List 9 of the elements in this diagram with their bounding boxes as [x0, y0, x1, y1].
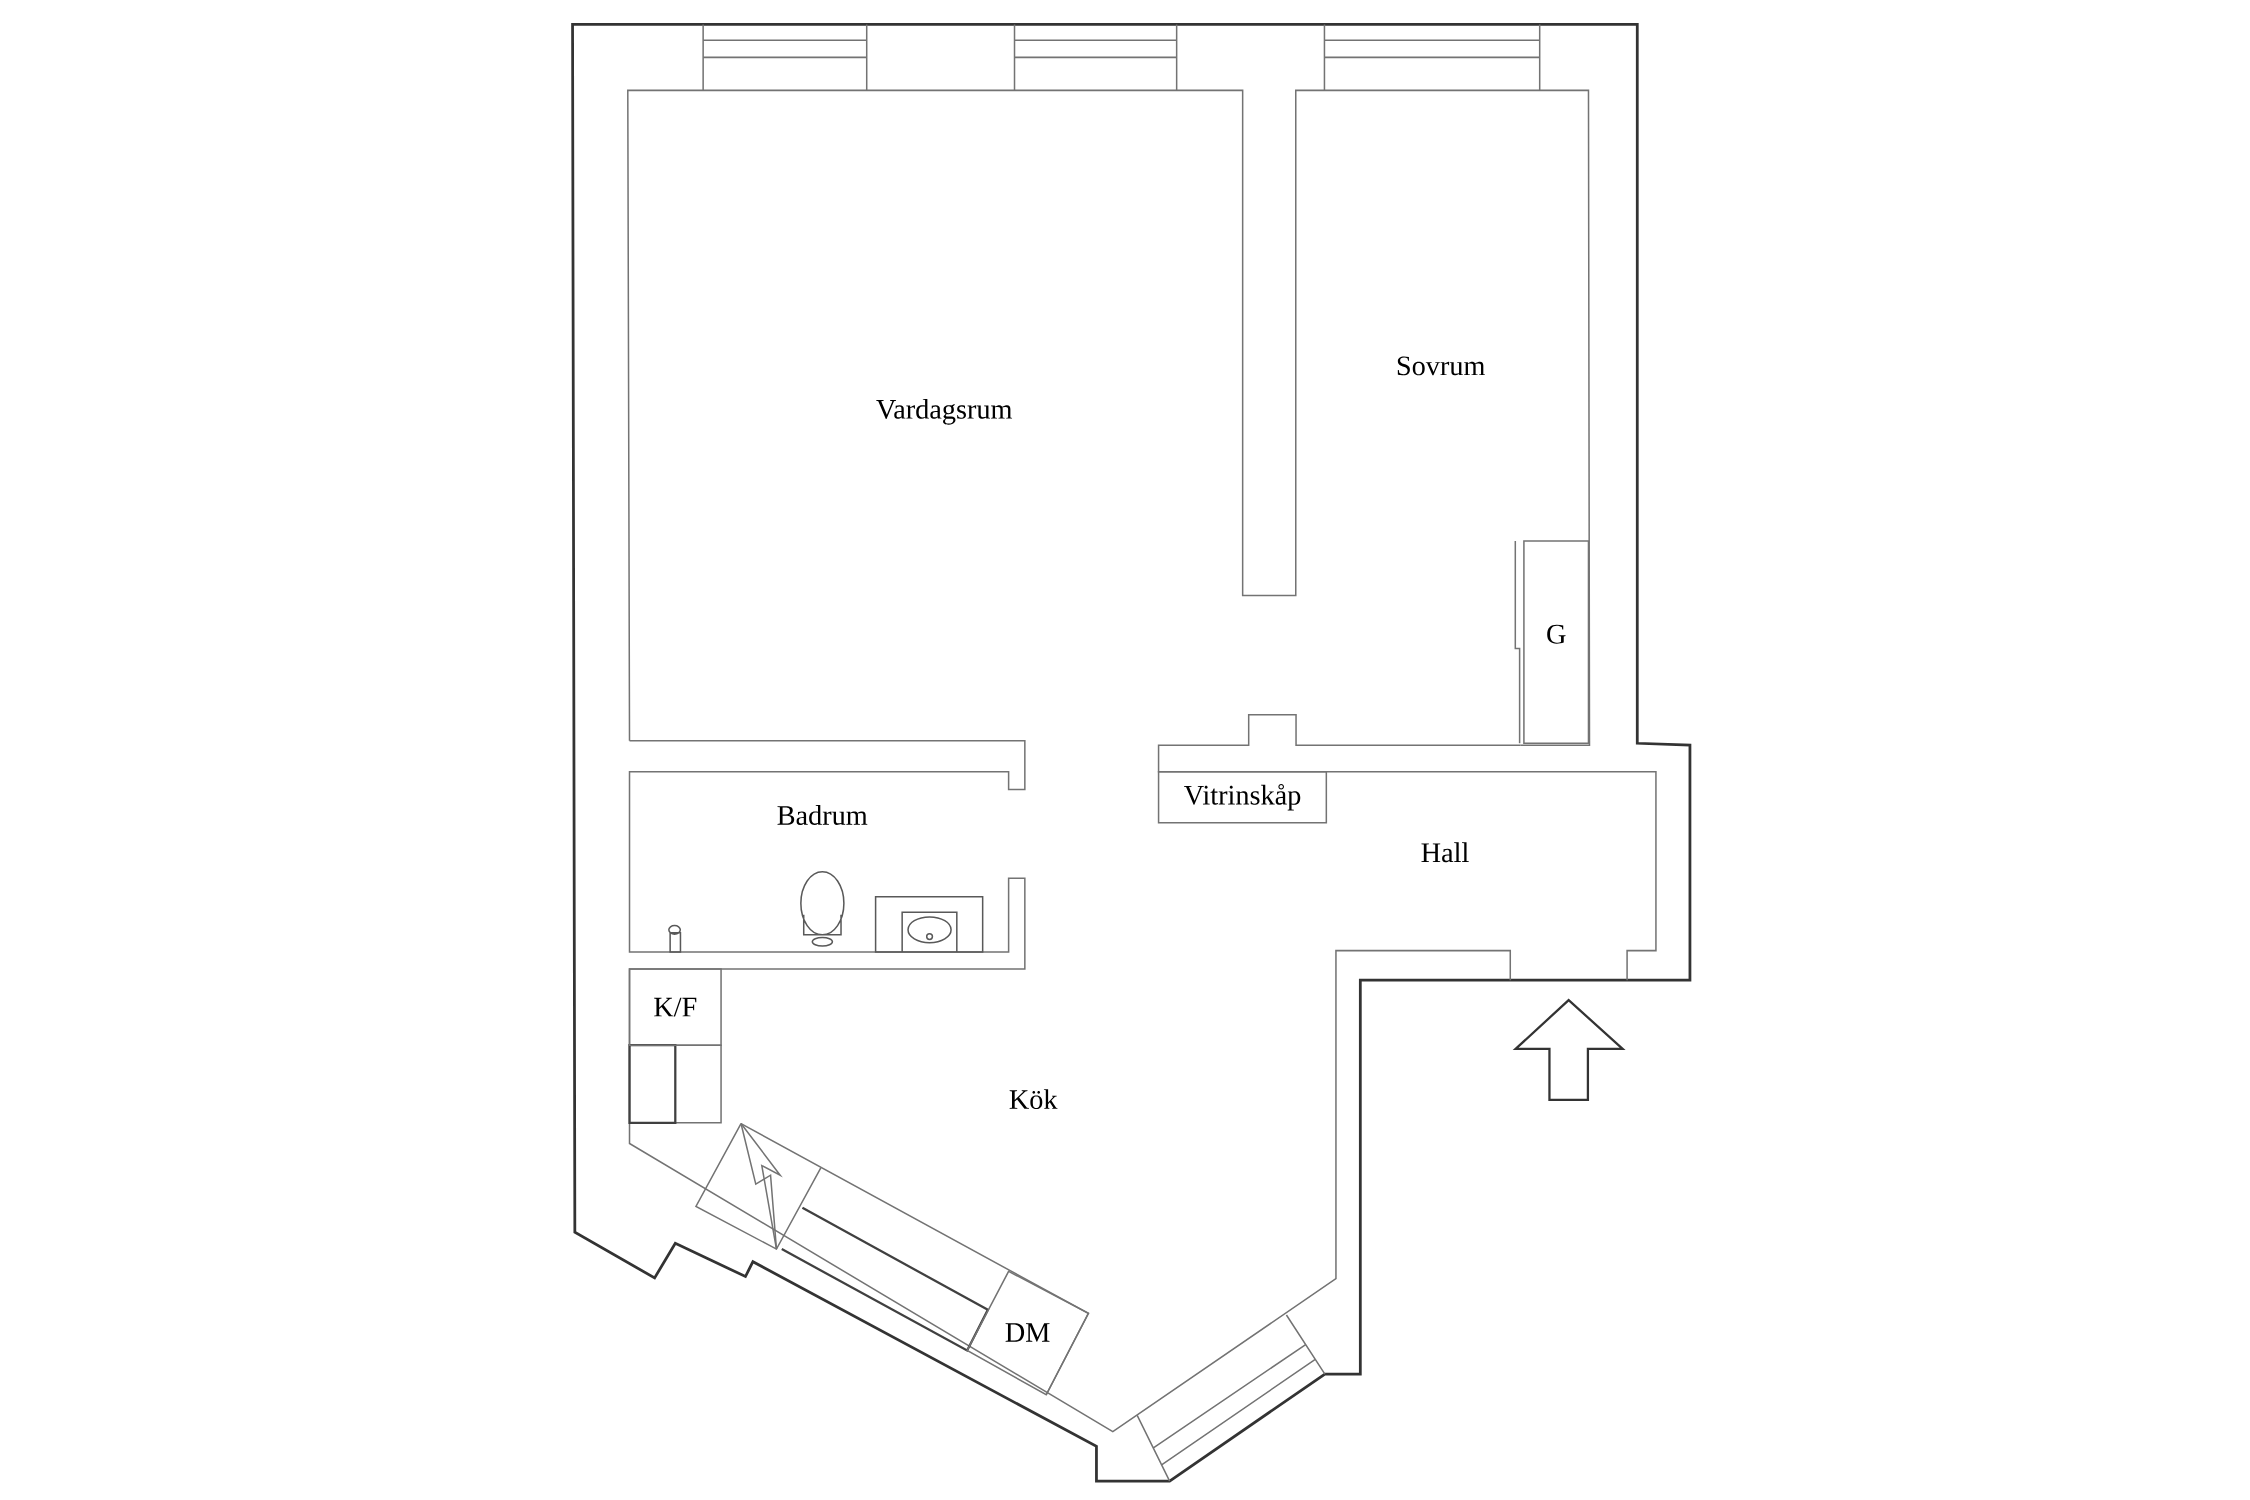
cabinet-box: G [1523, 540, 1590, 745]
room-label: Sovrum [1397, 356, 1485, 376]
appliance-box: DM [966, 1270, 1090, 1396]
cabinet-box: Vitrinskåp [1157, 770, 1328, 824]
room-label: Badrum [777, 805, 868, 825]
room-label: Vardagsrum [876, 399, 1013, 425]
appliance-box: K/F [628, 968, 722, 1046]
room-label: Hall [1421, 842, 1469, 863]
room-label: Kök [1009, 1089, 1058, 1110]
